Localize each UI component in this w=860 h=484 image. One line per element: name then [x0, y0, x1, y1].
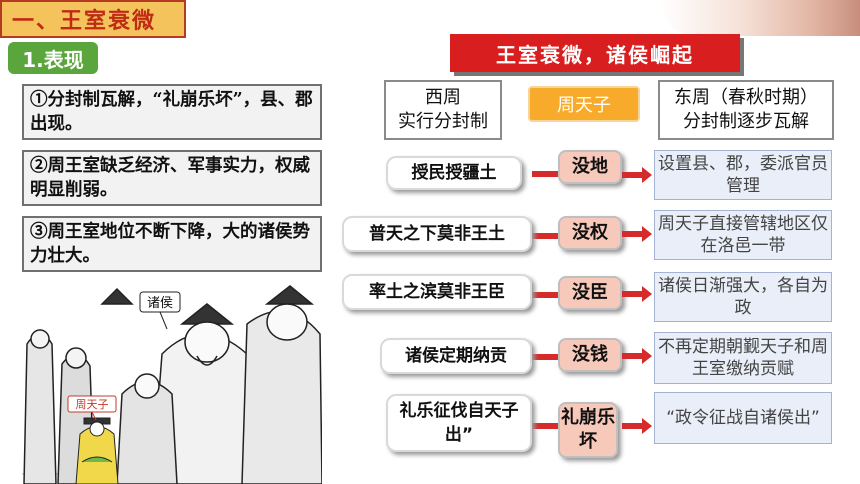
west-line-1: 西周	[425, 87, 461, 108]
section-title: 一、王室衰微	[0, 0, 186, 38]
row-1-arrow-icon	[622, 167, 652, 183]
row-4-east-item: 不再定期朝觐天子和周王室缴纳贡赋	[654, 332, 832, 384]
point-2: ②周王室缺乏经济、军事实力，权威明显削弱。	[22, 150, 322, 206]
row-2-connector-left	[532, 233, 558, 239]
row-5-west-item: 礼乐征伐自天子出”	[386, 394, 532, 452]
row-2-east-item: 周天子直接管辖地区仅在洛邑一带	[654, 210, 832, 260]
row-1-connector-left	[532, 171, 558, 177]
row-3-west-item: 率土之滨莫非王臣	[342, 274, 532, 310]
point-3: ③周王室地位不断下降，大的诸侯势力壮大。	[22, 216, 322, 272]
row-2-arrow-icon	[622, 226, 652, 242]
row-3-result: 没臣	[558, 276, 622, 310]
row-5-arrow-icon	[622, 418, 652, 434]
row-3-connector-left	[532, 292, 558, 298]
tianzi-label: 周天子	[528, 86, 640, 122]
subhead-label: 1.表现	[8, 42, 98, 74]
corner-decoration	[660, 0, 860, 36]
cartoon-label-lord: 诸侯	[147, 296, 173, 311]
row-1-west-item: 授民授疆土	[386, 156, 522, 190]
cartoon-label-king: 周天子	[76, 398, 109, 411]
row-4-connector-left	[532, 354, 558, 360]
row-5-result: 礼崩乐坏	[558, 402, 618, 458]
east-line-2: 分封制逐步瓦解	[683, 111, 809, 132]
row-5-east-item: “政令征战自诸侯出”	[654, 392, 832, 444]
column-head-east-zhou: 东周（春秋时期） 分封制逐步瓦解	[658, 80, 834, 140]
row-4-arrow-icon	[622, 348, 652, 364]
row-2-west-item: 普天之下莫非王土	[342, 216, 532, 252]
row-3-east-item: 诸侯日渐强大，各自为政	[654, 272, 832, 322]
west-line-2: 实行分封制	[398, 111, 488, 132]
row-3-arrow-icon	[622, 286, 652, 302]
column-head-west-zhou: 西周 实行分封制	[384, 80, 502, 140]
east-line-1: 东周（春秋时期）	[674, 87, 818, 108]
banner-title: 王室衰微，诸侯崛起	[450, 34, 740, 72]
row-4-result: 没钱	[558, 338, 622, 372]
row-5-connector-left	[532, 423, 558, 429]
row-1-result: 没地	[558, 150, 622, 184]
point-1: ①分封制瓦解，“礼崩乐坏”，县、郡出现。	[22, 84, 322, 140]
cartoon-illustration: 诸侯 周天子	[22, 284, 322, 484]
row-2-result: 没权	[558, 216, 622, 250]
row-4-west-item: 诸侯定期纳贡	[380, 338, 532, 374]
row-1-east-item: 设置县、郡，委派官员管理	[654, 150, 832, 200]
